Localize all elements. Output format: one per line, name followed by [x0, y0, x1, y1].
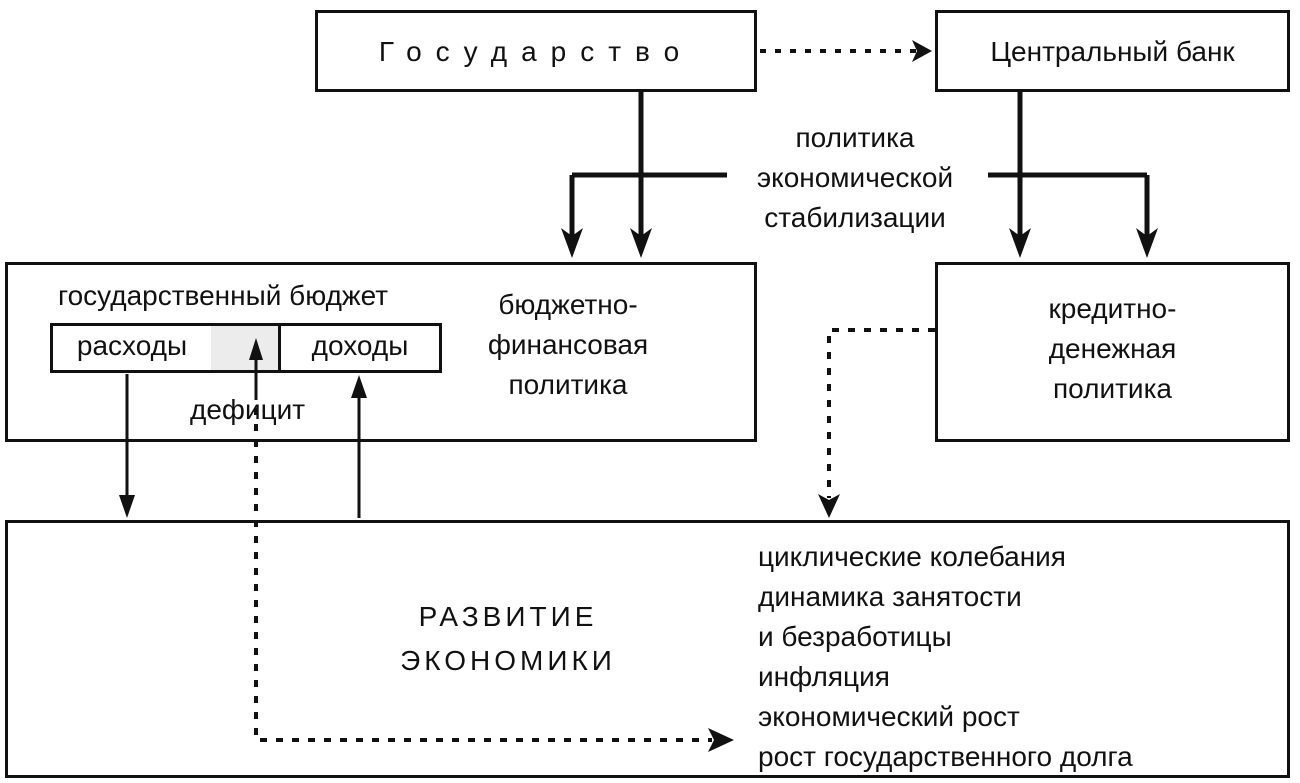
arrow-economy-to-revenues: [351, 375, 367, 398]
edge-monetary-to-economy: [827, 328, 935, 498]
outcome-item: инфляция: [758, 661, 890, 692]
arrow-stabilization-to-fiscal: [561, 228, 583, 258]
fiscal-line-2: финансовая: [487, 329, 649, 360]
central-bank-node-label: Центральный банк: [990, 36, 1235, 67]
outcome-item: циклические колебания: [758, 541, 1066, 572]
economy-development-label: РАЗВИТИЕ ЭКОНОМИКИ: [378, 595, 638, 683]
arrow-stabilization-to-monetary: [1136, 228, 1158, 258]
monetary-policy-node: кредитно- денежная политика: [935, 262, 1290, 442]
economy-line-2: ЭКОНОМИКИ: [400, 645, 616, 676]
revenues-cell: доходы: [278, 323, 442, 373]
monetary-line-1: кредитно-: [1048, 293, 1177, 324]
arrow-deficit-to-outcomes: [708, 728, 734, 752]
edge-deficit-to-outcomes: [254, 408, 712, 742]
arrow-central-bank-to-monetary: [1009, 228, 1031, 258]
economy-line-1: РАЗВИТИЕ: [418, 601, 598, 632]
state-node-label: Государство: [378, 36, 694, 67]
stabilization-line-2: экономической: [756, 162, 954, 193]
monetary-line-2: денежная: [1048, 333, 1177, 364]
economy-outcomes-list: циклические колебания динамика занятости…: [758, 537, 1133, 777]
state-budget-title: государственный бюджет: [58, 280, 389, 311]
monetary-line-3: политика: [1053, 373, 1172, 404]
central-bank-node: Центральный банк: [935, 10, 1290, 92]
state-node: Государство: [315, 10, 757, 92]
economy-development-node: РАЗВИТИЕ ЭКОНОМИКИ циклические колебания…: [5, 520, 1290, 778]
arrow-expenses-to-economy: [119, 495, 135, 518]
outcome-item: экономический рост: [758, 701, 1020, 732]
arrow-deficit-up: [249, 338, 263, 360]
outcome-item: рост государственного долга: [758, 741, 1133, 772]
outcome-item: динамика занятости: [758, 581, 1022, 612]
arrow-monetary-to-economy: [818, 494, 840, 518]
stabilization-line-3: стабилизации: [764, 202, 946, 233]
fiscal-line-1: бюджетно-: [498, 289, 638, 320]
stabilization-policy-label: политика экономической стабилизации: [720, 118, 990, 238]
stabilization-line-1: политика: [795, 122, 915, 153]
arrow-state-to-fiscal: [630, 228, 652, 258]
fiscal-line-3: политика: [508, 369, 628, 400]
monetary-policy-label: кредитно- денежная политика: [938, 289, 1287, 409]
arrow-state-to-central-bank: [912, 40, 932, 62]
fiscal-policy-label: бюджетно- финансовая политика: [473, 285, 663, 405]
deficit-gap-cell: [211, 323, 281, 373]
outcome-item: и безработицы: [758, 621, 952, 652]
expenses-cell: расходы: [50, 323, 214, 373]
deficit-label: дефицит: [190, 394, 306, 425]
